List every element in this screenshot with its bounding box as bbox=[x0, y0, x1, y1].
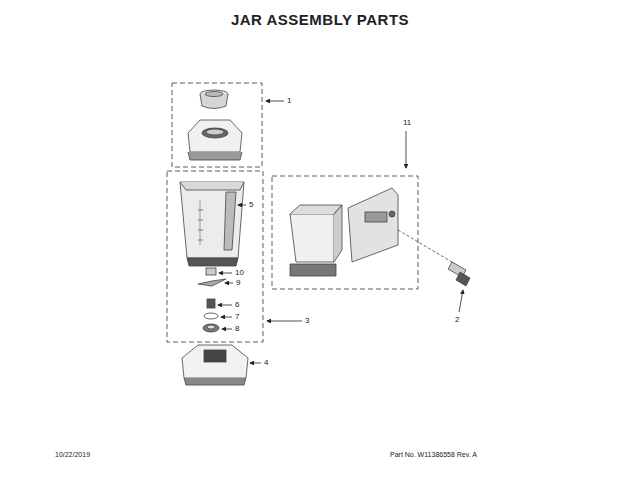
callout-number: 3 bbox=[305, 317, 309, 325]
callout-number: 7 bbox=[235, 313, 239, 321]
group-box bbox=[167, 171, 263, 342]
callout-number: 9 bbox=[236, 279, 240, 287]
callout-number: 10 bbox=[235, 269, 244, 277]
callout-number: 6 bbox=[235, 301, 239, 309]
callout-number: 4 bbox=[264, 359, 268, 367]
footer-date: 10/22/2019 bbox=[55, 451, 90, 458]
callout-number: 11 bbox=[403, 119, 411, 127]
group-box bbox=[272, 176, 418, 289]
callout-number: 5 bbox=[249, 201, 253, 209]
callout-number: 1 bbox=[287, 97, 291, 105]
callout-number: 2 bbox=[455, 316, 459, 324]
callout-number: 8 bbox=[235, 325, 239, 333]
diagram-title: JAR ASSEMBLY PARTS bbox=[231, 12, 409, 27]
part-number: Part No. W11386558 Rev. A bbox=[390, 451, 477, 458]
group-box bbox=[172, 83, 262, 167]
